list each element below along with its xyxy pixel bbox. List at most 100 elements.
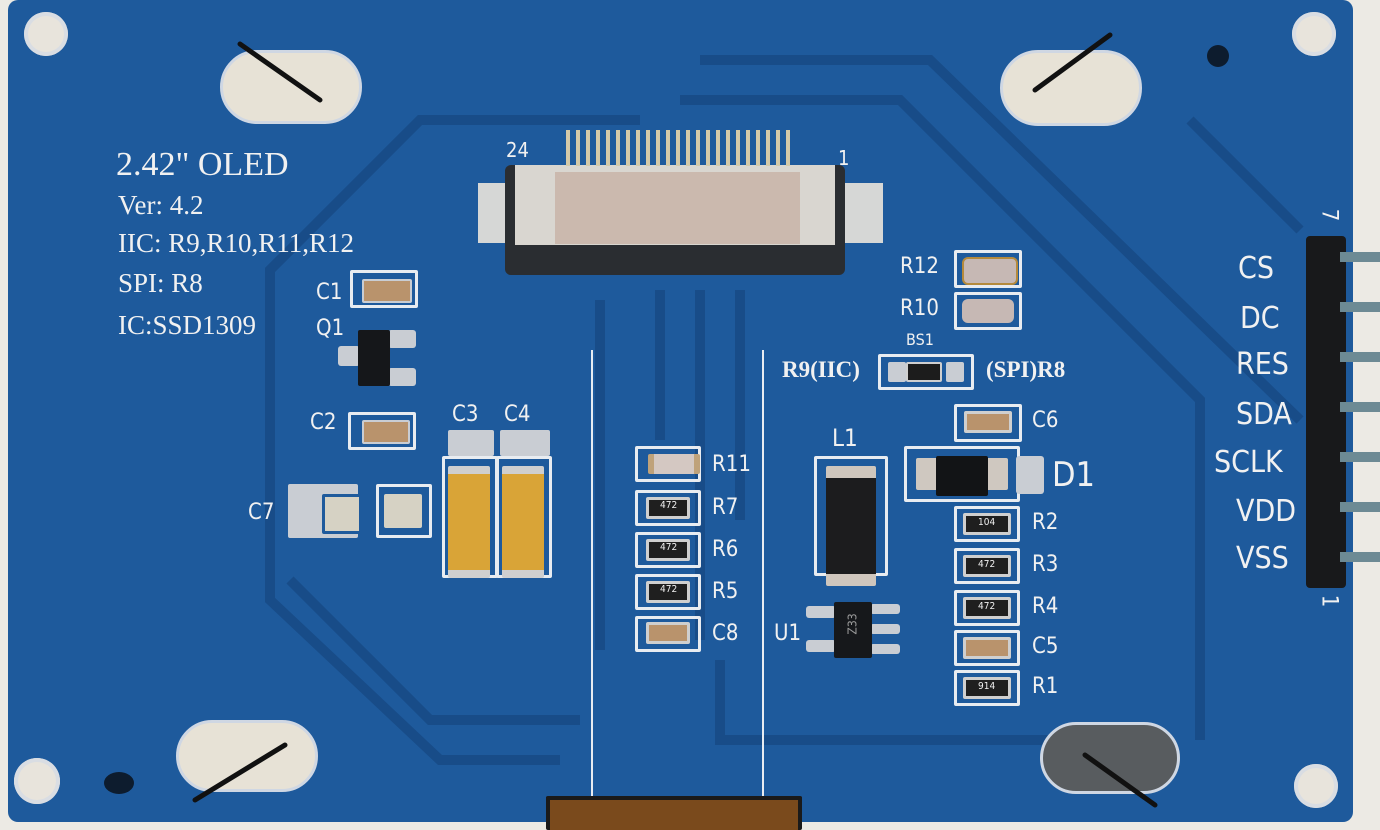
label-d1: D1 (1052, 455, 1096, 495)
label-c6: C6 (1032, 408, 1059, 433)
capacitor-c1 (350, 270, 418, 308)
marking-r4: 472 (978, 601, 996, 612)
mounting-hole-top-right (1292, 12, 1336, 56)
via-hole (104, 772, 134, 794)
label-r2: R2 (1032, 510, 1059, 535)
header-pin-cs (1340, 252, 1380, 262)
header-pin-cs-label: CS (1238, 251, 1274, 286)
label-bs1: BS1 (906, 330, 934, 349)
label-c8: C8 (712, 621, 739, 646)
capacitor-c8-body (646, 622, 690, 644)
capacitor-c6 (954, 404, 1022, 442)
u1-pad (870, 624, 900, 634)
resistor-r11-body (648, 454, 700, 474)
header-pin-vdd (1340, 502, 1380, 512)
board-iic-config: IIC: R9,R10,R11,R12 (118, 228, 355, 258)
resistor-r3-body (963, 555, 1011, 577)
header-pin-sclk-label: SCLK (1214, 445, 1283, 480)
regulator-u1 (834, 602, 872, 658)
pin-header (1306, 236, 1346, 588)
label-q1: Q1 (316, 316, 345, 341)
header-pin-res (1340, 352, 1380, 362)
label-c1: C1 (316, 280, 343, 305)
resistor-r5-body (646, 581, 690, 603)
header-pin-res-label: RES (1236, 347, 1289, 382)
u1-pad (870, 604, 900, 614)
resistor-r10-body (962, 299, 1014, 323)
header-pin-7-number: 7 (1316, 208, 1342, 222)
resistor-r1 (954, 670, 1020, 706)
header-pin-dc-label: DC (1240, 301, 1280, 336)
label-l1: L1 (832, 424, 858, 452)
header-pin-sda-label: SDA (1236, 397, 1292, 432)
slot-bottom-right (1040, 722, 1180, 794)
resistor-r12 (954, 250, 1022, 288)
transistor-q1 (358, 330, 390, 386)
label-r1: R1 (1032, 674, 1059, 699)
u1-pad (806, 606, 836, 618)
label-r5: R5 (712, 579, 739, 604)
capacitor-c4-body (502, 466, 544, 578)
header-pin-sda (1340, 402, 1380, 412)
header-pin-vss-label: VSS (1236, 541, 1289, 576)
q1-pad (388, 368, 416, 386)
u1-pad (806, 640, 836, 652)
label-u1: U1 (774, 621, 802, 646)
resistor-r4 (954, 590, 1020, 626)
resistor-r4-body (963, 597, 1011, 619)
inductor-l1-body (826, 466, 876, 586)
label-r8-spi: (SPI)R8 (986, 357, 1066, 382)
header-pin-vdd-label: VDD (1236, 494, 1297, 529)
board-spi-config: SPI: R8 (118, 268, 203, 298)
capacitor-c2-body (362, 420, 410, 444)
jumper-bs1-pad-right (946, 362, 964, 382)
q1-pad (388, 330, 416, 348)
c4-silk-top (500, 430, 550, 456)
label-c3: C3 (452, 402, 479, 427)
u1-pad (870, 644, 900, 654)
marking-r3: 472 (978, 559, 996, 570)
capacitor-c7-pad (322, 494, 362, 534)
header-pin-vss (1340, 552, 1380, 562)
label-c2: C2 (310, 410, 337, 435)
marking-r5: 472 (660, 584, 678, 595)
jumper-bs1 (878, 354, 974, 390)
label-c7: C7 (248, 500, 275, 525)
label-r11: R11 (712, 452, 751, 477)
marking-u1: Z33 (845, 613, 860, 635)
capacitor-c6-body (964, 411, 1012, 433)
label-r3: R3 (1032, 552, 1059, 577)
connector-pin-24-label: 24 (506, 138, 529, 162)
label-r10: R10 (900, 296, 939, 321)
capacitor-c7-pad2 (376, 484, 432, 538)
marking-r2: 104 (978, 517, 996, 528)
label-r4: R4 (1032, 594, 1059, 619)
jumper-bs1-pad-left (888, 362, 906, 382)
board-ic-name: IC:SSD1309 (118, 310, 257, 340)
resistor-r2 (954, 506, 1020, 542)
capacitor-c5-body (963, 637, 1011, 659)
capacitor-c5 (954, 630, 1020, 666)
capacitor-c1-body (362, 279, 412, 303)
board-title: 2.42" OLED (116, 146, 289, 183)
resistor-r12-body (962, 257, 1018, 285)
board-version: Ver: 4.2 (118, 190, 204, 220)
resistor-r10 (954, 292, 1022, 330)
capacitor-c2 (348, 412, 416, 450)
capacitor-c7-pad2-body (384, 494, 422, 528)
capacitor-c8 (635, 616, 701, 652)
label-r9-iic: R9(IIC) (782, 357, 860, 382)
resistor-r2-body (963, 513, 1011, 535)
diode-d1-body (936, 456, 988, 496)
label-r12: R12 (900, 254, 939, 279)
label-c4: C4 (504, 402, 531, 427)
marking-r6: 472 (660, 542, 678, 553)
jumper-bs1-body (906, 362, 942, 382)
label-r7: R7 (712, 495, 739, 520)
mounting-hole-bottom-right (1294, 764, 1338, 808)
label-c5: C5 (1032, 634, 1059, 659)
resistor-r1-body (963, 677, 1011, 699)
resistor-r3 (954, 548, 1020, 584)
mounting-hole-bottom-left (14, 758, 60, 804)
